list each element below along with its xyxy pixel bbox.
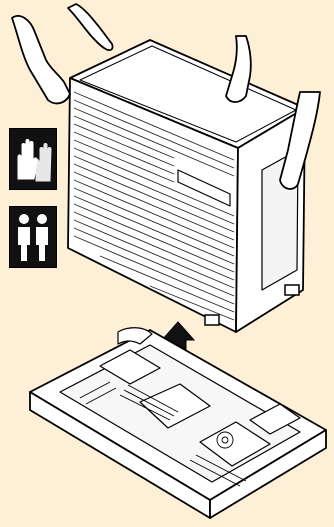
tray-details bbox=[79, 381, 247, 487]
gloves-icon bbox=[9, 128, 57, 190]
hands bbox=[11, 3, 321, 190]
outdoor-unit bbox=[67, 39, 306, 333]
two-persons-icon bbox=[9, 206, 57, 268]
unit-feet bbox=[204, 284, 300, 326]
unit-grille bbox=[73, 91, 235, 321]
packaging-tray bbox=[29, 327, 327, 519]
